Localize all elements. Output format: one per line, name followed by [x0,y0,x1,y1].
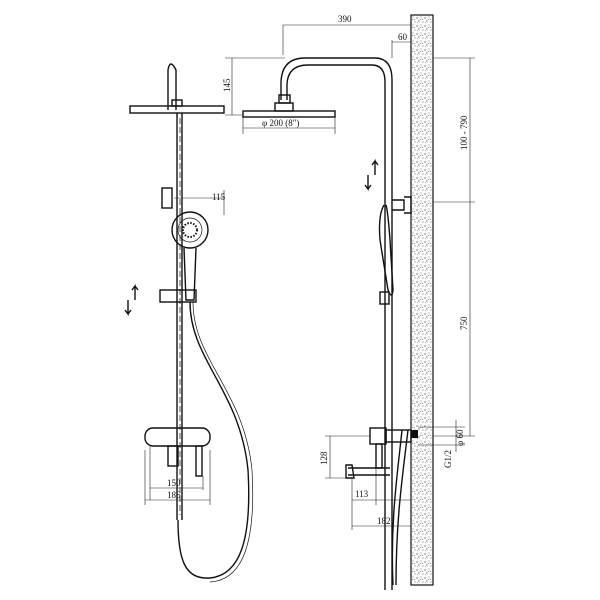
flange-diameter-label: φ 60 [455,429,465,446]
head-drop-label: 145 [222,78,232,92]
wall-section [410,14,434,586]
mixer-width-label: 150 [167,478,181,488]
mixer-to-spout-label: 128 [319,451,329,465]
side-view: 390 60 145 φ 200 (8") 100 - 790 750 φ 60… [222,14,475,590]
top-arm-reach-label: 390 [338,14,352,24]
thread-label: G1/2 [443,450,453,468]
hand-shower-width-label: 115 [212,192,226,202]
front-view: 115 150 186 [124,63,254,583]
head-diameter-label: φ 200 (8") [262,118,299,128]
wall-offset-label: 60 [398,32,408,42]
height-range-label: 100 - 790 [459,115,469,150]
spout-projection-label: 182 [377,516,391,526]
mixer-total-width-label: 186 [167,490,181,500]
slide-height-label: 750 [459,316,469,330]
spout-offset-mixer-label: 113 [355,489,369,499]
